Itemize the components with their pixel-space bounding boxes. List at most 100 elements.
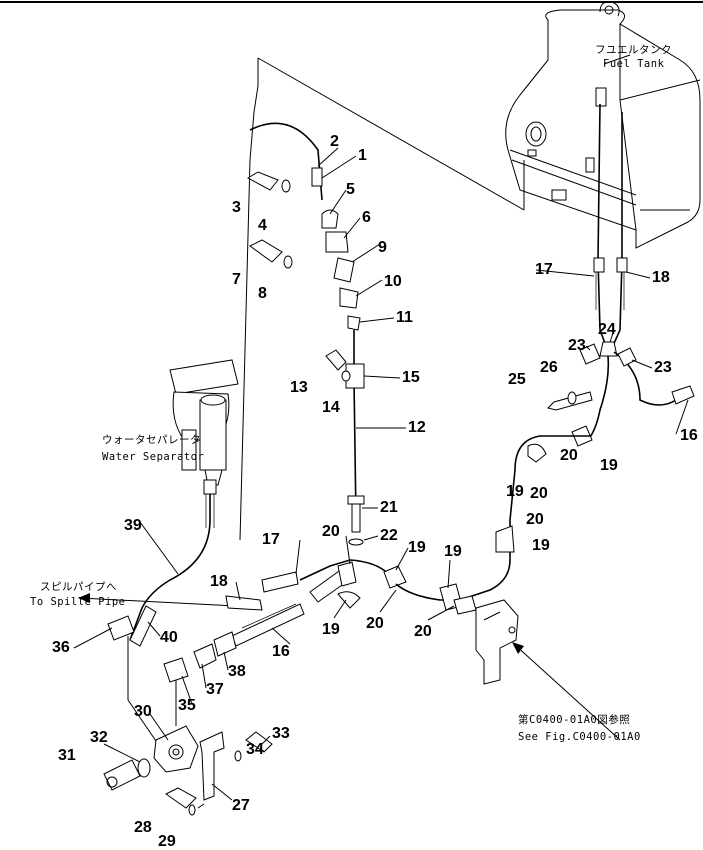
part-number-31: 31 [58,747,76,764]
washer-4 [281,179,291,193]
part-number-9: 9 [378,239,387,256]
clip-23-left [579,343,601,365]
filter-head-assembly [103,615,273,816]
tank-fitting [595,87,607,107]
part-number-19-d: 19 [408,539,426,556]
part-number-35: 35 [178,697,196,714]
washer-8 [283,255,293,269]
washer-22 [348,538,364,546]
part-number-28: 28 [134,819,152,836]
bolt-21 [351,499,361,533]
washer-34 [234,750,242,762]
part-number-29: 29 [158,833,176,850]
hose-39 [129,486,211,641]
bracket-see-fig [475,599,519,685]
hose-40 [129,605,157,647]
part-number-18-center: 18 [210,573,228,590]
hose-end-39-top [203,479,217,495]
hose-16-lower [231,603,305,647]
tee-fitting-24 [599,341,618,357]
see-fig-label-en: See Fig.C0400-01A0 [518,731,641,743]
fitting-9 [333,257,355,283]
clamp-19-center [337,591,361,609]
part-number-14: 14 [322,399,340,416]
part-number-13: 13 [290,379,308,396]
part-number-11: 11 [396,309,413,326]
bolt-13 [325,349,347,371]
part-number-19-a: 19 [600,457,618,474]
bracket-leader-line [513,643,621,741]
part-number-30: 30 [134,703,152,720]
part-number-20-c: 20 [526,511,544,528]
part-number-25: 25 [508,371,526,388]
part-number-22: 22 [380,527,398,544]
fuel-tank [505,1,701,249]
spill-pipe-label-jp: スピルパイプへ [40,581,117,593]
ring-11 [347,315,361,331]
part-number-10: 10 [384,273,402,290]
clamp-20-center [337,561,357,587]
part-number-33: 33 [272,725,290,742]
spill-arrow-head [78,593,90,603]
hose-end-18 [616,257,628,273]
part-number-5: 5 [346,181,355,198]
hose-18-center [225,595,263,611]
part-number-7: 7 [232,271,241,288]
spill-pipe-label-en: To Spille Pipe [30,596,126,608]
hose-18-tank [611,112,623,349]
washer-29 [188,804,196,816]
part-number-12: 12 [408,419,426,436]
part-number-2: 2 [330,133,339,150]
hose-17-tank [597,103,607,347]
part-number-27: 27 [232,797,250,814]
part-number-1: 1 [358,147,367,164]
part-number-24: 24 [598,321,616,338]
part-number-20-f: 20 [414,623,432,640]
washer-14 [341,370,351,382]
elbow-35 [163,657,189,683]
part-number-19-c: 19 [532,537,550,554]
part-number-32: 32 [90,729,108,746]
bolt-28 [165,787,197,809]
water-separator-label-en: Water Separator [102,451,204,463]
part-number-38: 38 [228,663,246,680]
connector-10 [339,287,359,309]
part-number-8: 8 [258,285,267,302]
bracket-27 [199,731,225,801]
elbow-5 [321,209,339,229]
hose-end-17 [593,257,605,273]
bolt-33 [245,731,273,753]
hose-down-24 [587,355,610,441]
long-hose-16 [459,435,590,601]
part-number-17-center: 17 [262,531,280,548]
hose-17-center [261,571,299,593]
part-number-20-e: 20 [366,615,384,632]
spill-pipe-arrow [79,597,237,607]
hose-end-16-right [671,385,695,405]
part-number-15: 15 [402,369,420,386]
plug-31 [103,759,141,791]
bracket-arrow-head [512,642,524,654]
part-number-3: 3 [232,199,241,216]
part-number-23-left: 23 [568,337,586,354]
leader-lines [73,147,689,801]
part-number-26: 26 [540,359,558,376]
part-number-37: 37 [206,681,224,698]
part-number-labels: 1 2 3 4 5 6 7 8 9 10 11 12 13 14 15 16 1… [52,133,698,850]
part-number-39: 39 [124,517,142,534]
part-number-40: 40 [160,629,178,646]
adapter-37 [193,643,217,669]
part-number-20-b: 20 [530,485,548,502]
return-line-assembly [239,57,525,541]
fuel-tank-label-jp: フユエルタンク [595,44,672,56]
see-fig-label-jp: 第C0400-01A0図参照 [518,713,630,726]
tank-leader-line [603,54,631,65]
part-number-16-lower: 16 [272,643,290,660]
part-number-18-tank: 18 [652,269,670,286]
part-number-34: 34 [246,741,264,758]
hose-clamp-2 [311,167,323,187]
part-number-20-d: 20 [322,523,340,540]
bolt-7 [249,239,283,263]
part-number-20-a: 20 [560,447,578,464]
